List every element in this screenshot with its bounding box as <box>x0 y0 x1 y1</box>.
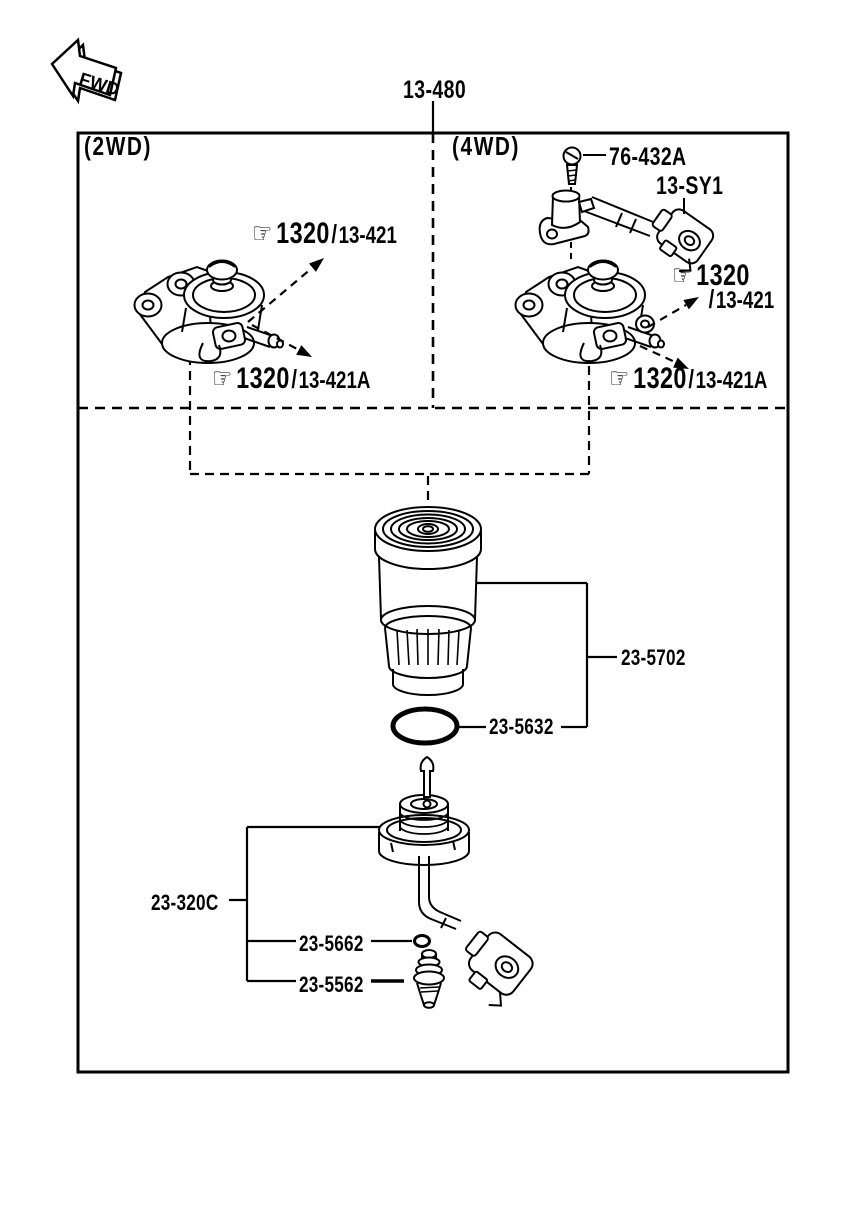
filter-leader-lines <box>459 581 617 729</box>
warning-switch-drawing <box>413 949 445 1009</box>
screw-drawing <box>562 146 606 185</box>
pointing-hand-icon: ☞ <box>212 361 233 395</box>
sensor-assembly-connector-drawing <box>465 930 534 1007</box>
ref-number: 13-421A <box>298 367 371 394</box>
part-label-screw: 76-432A <box>609 143 687 171</box>
fwd-arrow-icon: FWD <box>50 37 123 105</box>
ref-label-4wd-bottom: ☞ 1320 / 13-421A <box>609 363 767 395</box>
pointing-hand-icon: ☞ <box>672 258 693 292</box>
ref-code: 1320 <box>633 362 687 395</box>
ref-number: 13-421A <box>695 367 768 394</box>
ref-separator: / <box>291 364 298 394</box>
section-title-2wd: (2WD) <box>84 131 153 161</box>
pump-4wd-eyelet <box>635 314 655 334</box>
part-label-warning-switch: 23-5562 <box>299 972 364 997</box>
part-label-sensor: 13-SY1 <box>656 172 724 200</box>
ref-separator: / <box>688 364 695 394</box>
sensor-drawing <box>538 189 596 246</box>
filter-cartridge-drawing <box>374 506 482 696</box>
fuel-pump-2wd-drawing <box>133 259 284 364</box>
ref-code: 1320 <box>276 217 330 250</box>
part-label-filter-oring: 23-5632 <box>489 714 554 739</box>
sensor-assembly-drawing <box>378 755 470 930</box>
ref-number: 13-421 <box>715 286 775 314</box>
pointing-hand-icon: ☞ <box>252 216 273 250</box>
assembly-connector-dashed <box>188 356 591 516</box>
filter-oring-drawing <box>390 706 460 746</box>
part-label-filter-cartridge: 23-5702 <box>621 645 686 670</box>
section-divider-dashed <box>78 133 788 410</box>
section-title-4wd: (4WD) <box>452 131 521 161</box>
sensor-13sy1-connector-drawing <box>651 208 715 273</box>
ref-label-4wd-top: ☞ 1320 / 13-421 <box>672 260 774 313</box>
sensor-leader-lines <box>229 825 412 983</box>
ref-code: 1320 <box>236 362 290 395</box>
ref-separator: / <box>331 219 338 249</box>
ref-label-2wd-top: ☞ 1320 / 13-421 <box>252 218 397 250</box>
pointing-hand-icon: ☞ <box>609 361 630 395</box>
part-label-sensor-assembly: 23-320C <box>151 890 219 915</box>
ref-label-2wd-bottom: ☞ 1320 / 13-421A <box>212 363 370 395</box>
part-label-sensor-oring: 23-5662 <box>299 931 364 956</box>
ref-code: 1320 <box>696 259 750 292</box>
ref-separator: / <box>708 283 715 314</box>
reference-arrows <box>247 258 699 369</box>
sensor-oring-drawing <box>413 934 431 948</box>
ref-number: 13-421 <box>338 222 397 249</box>
assembly-part-label: 13-480 <box>403 76 467 104</box>
harness-drawing <box>583 196 659 237</box>
